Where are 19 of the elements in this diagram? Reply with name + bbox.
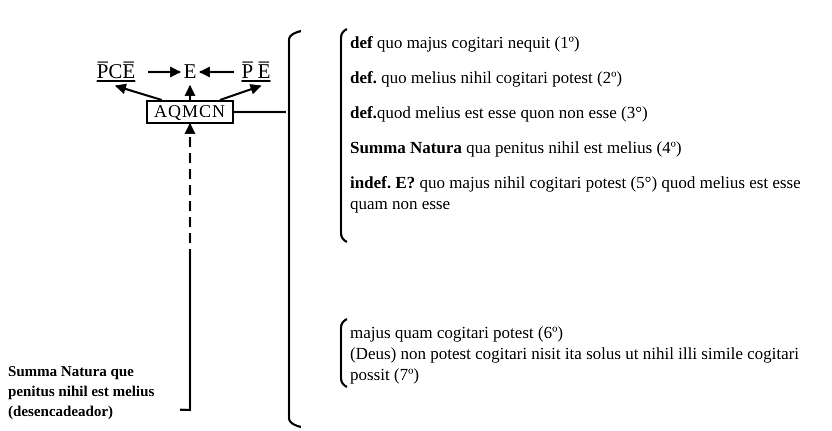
arrow: [114, 84, 162, 102]
arrow: [180, 122, 196, 412]
symbol-label: E: [180, 58, 200, 86]
definition-text: indef. E? quo majus nihil cogitari potest (5°) quod melius est esse quam non esse: [350, 172, 802, 214]
arrow: [198, 66, 234, 78]
term-box: AQMCN: [146, 100, 234, 124]
definition-text: def quo majus cogitari nequit (1º): [350, 32, 581, 53]
formula-label: P̅CE̅: [84, 58, 148, 86]
definition-text: Summa Natura qua penitus nihil est melius (4º): [350, 137, 683, 158]
arrow: [220, 84, 262, 102]
connector-line: [234, 110, 286, 114]
trigger-note: Summa Natura que penitus nihil est melius (desencadeador): [8, 362, 180, 424]
arrow: [184, 84, 196, 100]
arrow: [148, 66, 182, 78]
formula-label: P̅ E̅: [234, 58, 278, 86]
definition-text: def.quod melius est esse quon non esse (3°): [350, 102, 649, 123]
definition-text: majus quam cogitari potest (6º): [350, 322, 564, 343]
definition-text: (Deus) non potest cogitari nisit ita solus ut nihil illi simile cogitari possit (7º): [350, 343, 800, 385]
definition-text: def. quo melius nihil cogitari potest (2º): [350, 67, 624, 88]
